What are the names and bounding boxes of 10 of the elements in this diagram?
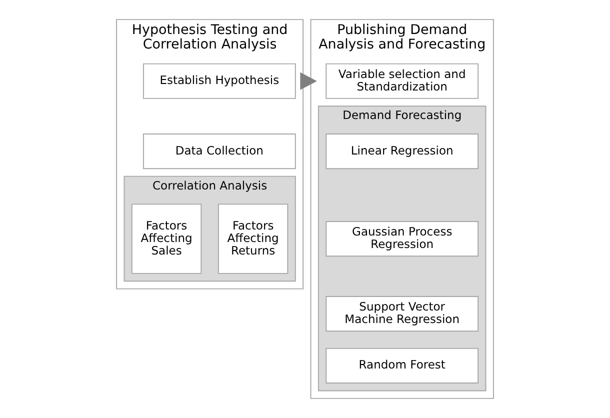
node-box: Support Vector Machine Regression (326, 296, 479, 332)
node-box: Gaussian Process Regression (326, 221, 479, 257)
arrow (300, 72, 317, 90)
node-box: Factors Affecting Returns (218, 204, 288, 274)
node-box: Variable selection and Standardization (326, 63, 479, 99)
node-box: Random Forest (326, 348, 479, 384)
node-box: Data Collection (142, 134, 296, 170)
node-box: Establish Hypothesis (142, 63, 296, 99)
node-box: Factors Affecting Sales (131, 204, 202, 274)
node-box: Linear Regression (326, 134, 479, 170)
